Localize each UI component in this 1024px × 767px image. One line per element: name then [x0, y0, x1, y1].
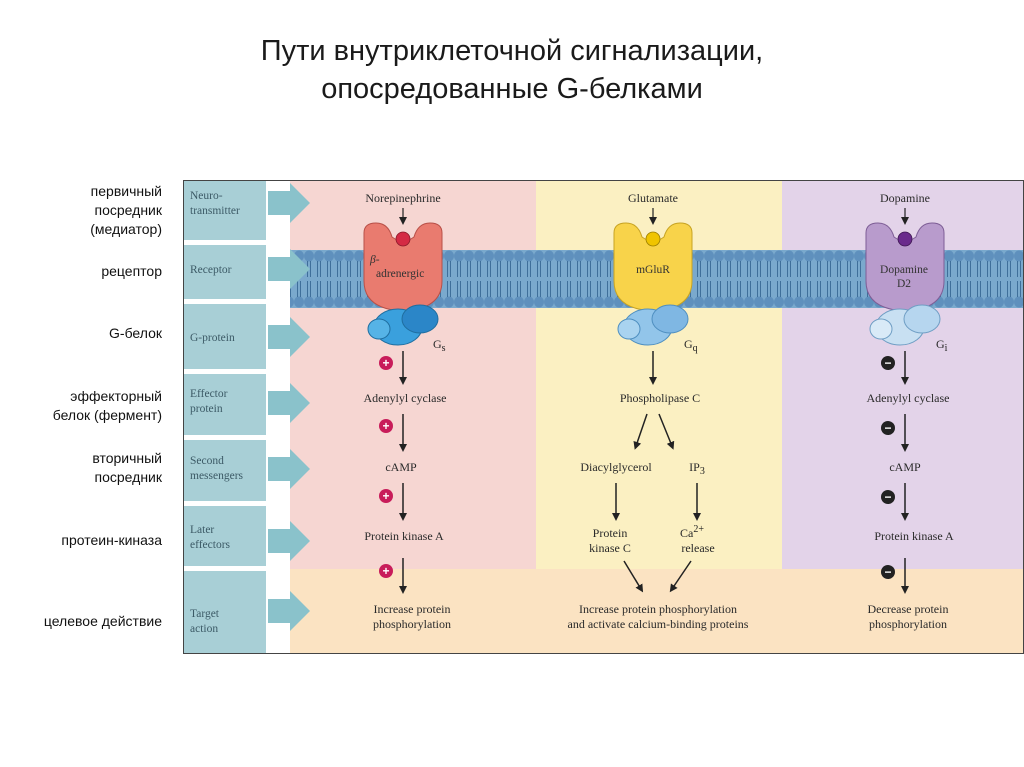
- row-label-later-1: Later: [190, 524, 214, 536]
- target-action-2-line-2: and activate calcium-binding proteins: [568, 617, 749, 631]
- row-label-second-2: messengers: [190, 470, 244, 482]
- dopamine-ligand: [897, 231, 913, 247]
- row-arrow-receptor: [268, 249, 310, 289]
- g-protein-label: Gq: [684, 337, 698, 354]
- second-messenger-camp: cAMP: [385, 460, 417, 474]
- stimulation-sign: [379, 356, 393, 370]
- neurotransmitter-dopamine: Dopamine: [880, 191, 930, 205]
- inhibition-sign: [881, 565, 895, 579]
- second-messenger-ip3: IP3: [689, 460, 705, 477]
- effector-phospholipase-c: Phospholipase C: [620, 391, 700, 405]
- slide-title-line-1: Пути внутриклеточной сигнализации,: [260, 35, 764, 67]
- row-arrow-effector: [268, 383, 310, 423]
- ru-label-second-messenger: вторичный посредник: [0, 449, 162, 487]
- receptor-label-2: D2: [897, 278, 911, 290]
- g-protein-label: Gs: [433, 337, 446, 354]
- receptor-label-1: Dopamine: [880, 264, 928, 276]
- target-action-band: [290, 569, 1023, 653]
- ru-label-g-protein: G-белок: [0, 324, 162, 343]
- later-effector-ca-1: Ca2+: [680, 524, 704, 540]
- sign-text: −: [884, 421, 891, 435]
- row-arrow-second-messenger: [268, 449, 310, 489]
- pathway-1: Norepinephrine β- adrenergic Gs + Adenyl…: [363, 191, 451, 631]
- ru-label-text: рецептор: [101, 263, 162, 279]
- ru-label-text: (медиатор): [90, 221, 162, 237]
- sign-text: +: [382, 489, 389, 503]
- receptor-label-1: β-: [369, 254, 380, 266]
- later-effector-pkc-2: kinase C: [589, 541, 631, 555]
- gi-protein: [869, 304, 941, 346]
- second-messenger-camp: cAMP: [889, 460, 921, 474]
- receptor-label-2: adrenergic: [376, 268, 424, 280]
- target-action-1-line-2: phosphorylation: [373, 617, 451, 631]
- row-arrow-target-action: [268, 591, 310, 631]
- neurotransmitter-glutamate: Glutamate: [628, 191, 678, 205]
- row-label-column: [184, 181, 266, 653]
- target-action-3-line-2: phosphorylation: [869, 617, 947, 631]
- ru-label-effector-protein: эффекторный белок (фермент): [0, 387, 162, 425]
- effector-adenylyl-cyclase: Adenylyl cyclase: [364, 391, 447, 405]
- inhibition-sign: [881, 421, 895, 435]
- later-effector-pkc-1: Protein: [593, 526, 628, 540]
- ru-label-protein-kinase: протеин-киназа: [0, 531, 162, 550]
- ru-label-primary-messenger: первичный посредник (медиатор): [0, 182, 162, 239]
- sign-text: +: [382, 356, 389, 370]
- inhibition-sign: [881, 356, 895, 370]
- row-arrow-neurotransmitter: [268, 183, 310, 223]
- neurotransmitter-norepinephrine: Norepinephrine: [365, 191, 440, 205]
- row-arrow-g-protein: [268, 317, 310, 357]
- ru-label-receptor: рецептор: [0, 262, 162, 281]
- sign-text: +: [382, 564, 389, 578]
- row-arrow-later-effectors: [268, 521, 310, 561]
- ru-label-text: G-белок: [109, 325, 162, 341]
- row-label-receptor: Receptor: [190, 264, 232, 276]
- ru-label-target-action: целевое действие: [0, 612, 162, 631]
- ru-label-text: первичный: [90, 183, 162, 199]
- ru-label-text: протеин-киназа: [61, 532, 162, 548]
- sign-text: −: [884, 356, 891, 370]
- row-label-neurotransmitter-2: transmitter: [190, 205, 240, 217]
- g-protein-label: Gi: [936, 337, 948, 354]
- ru-label-text: белок (фермент): [52, 407, 162, 423]
- slide-title-line-2: опосредованные G-белками: [321, 73, 703, 105]
- row-label-later-2: effectors: [190, 539, 231, 551]
- inhibition-sign: [881, 490, 895, 504]
- receptor-label: mGluR: [636, 264, 670, 276]
- ru-label-text: посредник: [94, 469, 162, 485]
- norepinephrine-ligand: [395, 231, 411, 247]
- row-label-target-2: action: [190, 623, 218, 635]
- target-action-3-line-1: Decrease protein: [868, 602, 949, 616]
- later-effector-pka: Protein kinase A: [874, 529, 954, 543]
- stimulation-sign: [379, 564, 393, 578]
- ru-label-text: целевое действие: [43, 613, 162, 629]
- later-effector-ca-2: release: [681, 541, 714, 555]
- ru-label-text: эффекторный: [70, 388, 162, 404]
- gq-protein: [617, 304, 689, 346]
- pathway-3: Dopamine Dopamine D2 Gi − Adenylyl cycla…: [865, 191, 954, 631]
- sign-text: −: [884, 565, 891, 579]
- row-label-g-protein: G-protein: [190, 332, 235, 344]
- target-action-1-line-1: Increase protein: [374, 602, 451, 616]
- slide-title: Пути внутриклеточной сигнализации, опоср…: [0, 32, 1024, 108]
- stimulation-sign: [379, 489, 393, 503]
- row-label-effector-1: Effector: [190, 388, 228, 400]
- later-effector-pka: Protein kinase A: [364, 529, 444, 543]
- stimulation-sign: [379, 419, 393, 433]
- row-label-effector-2: protein: [190, 403, 223, 415]
- g-protein-pathway-diagram: Neuro- transmitter Receptor G-protein Ef…: [183, 180, 1024, 654]
- row-label-neurotransmitter-1: Neuro-: [190, 190, 223, 202]
- row-label-target-1: Target: [190, 608, 220, 620]
- gs-protein: [367, 304, 439, 346]
- sign-text: −: [884, 490, 891, 504]
- diagram-svg: Neuro- transmitter Receptor G-protein Ef…: [184, 181, 1023, 653]
- pathway-2: Glutamate mGluR Gq Phospholipase C Diacy…: [568, 191, 749, 631]
- sign-text: +: [382, 419, 389, 433]
- glutamate-ligand: [645, 231, 661, 247]
- row-label-second-1: Second: [190, 455, 224, 467]
- second-messenger-dag: Diacylglycerol: [580, 460, 652, 474]
- target-action-2-line-1: Increase protein phosphorylation: [579, 602, 737, 616]
- effector-adenylyl-cyclase: Adenylyl cyclase: [867, 391, 950, 405]
- ru-label-text: посредник: [94, 202, 162, 218]
- ru-label-text: вторичный: [92, 450, 162, 466]
